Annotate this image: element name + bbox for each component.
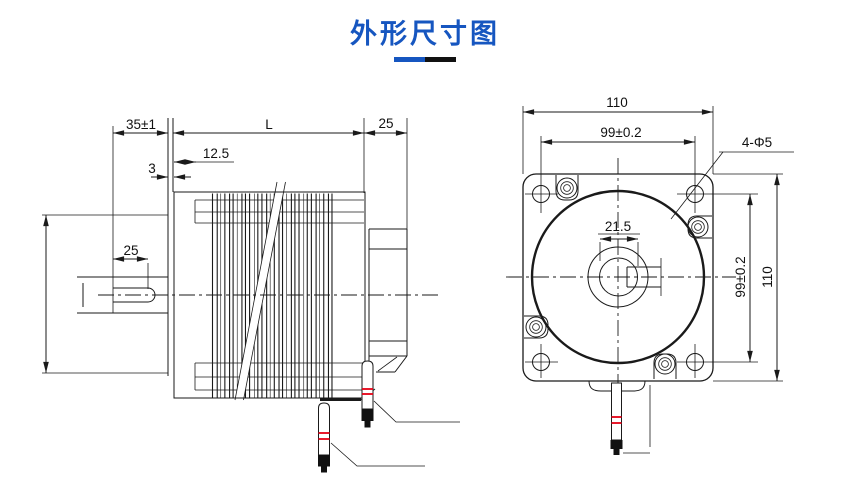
hole-callout-leader <box>670 151 794 220</box>
dim-rear-section-label: 25 <box>378 116 393 131</box>
dim-hole-spacing-h-label: 99±0.2 <box>600 125 641 140</box>
cable-bottom-leader <box>330 442 425 467</box>
rear-cap <box>368 228 408 373</box>
tie-rod-screws <box>524 175 712 379</box>
cable-rear <box>361 360 460 428</box>
cable-rear-leader <box>373 400 460 423</box>
dim-flange-height-label: 110 <box>760 266 775 288</box>
title-underline-black <box>425 57 456 62</box>
dim-fin-offset-label: 12.5 <box>203 146 229 161</box>
front-cable-connector-icon <box>610 440 623 449</box>
mounting-holes-callout-label: 4-Φ5 <box>742 135 772 150</box>
dim-hole-spacing-v-label: 99±0.2 <box>733 256 748 297</box>
front-cable <box>588 380 651 455</box>
shaft-boss <box>77 276 168 314</box>
cable-bottom-connector-icon <box>318 455 330 467</box>
front-view: 110 99±0.2 4-Φ5 21.5 99±0.2 110 <box>506 95 794 455</box>
side-view: 35±1 L 25 12.5 3 25 <box>42 116 460 473</box>
dim-shaft-boss-label: 21.5 <box>605 219 631 234</box>
dim-front-section-label: 35±1 <box>126 117 156 132</box>
title-underline-blue <box>394 57 425 62</box>
title-underline <box>0 57 850 62</box>
cable-bottom <box>318 402 425 473</box>
dim-flange-width-label: 110 <box>606 95 628 110</box>
dim-shaft-key-label: 25 <box>123 243 138 258</box>
break-stripe <box>234 181 286 401</box>
dim-step-label: 3 <box>148 161 156 176</box>
cable-rear-connector-icon <box>361 409 374 421</box>
dim-body-length-label: L <box>265 117 273 132</box>
page-title: 外形尺寸图 <box>350 19 500 49</box>
